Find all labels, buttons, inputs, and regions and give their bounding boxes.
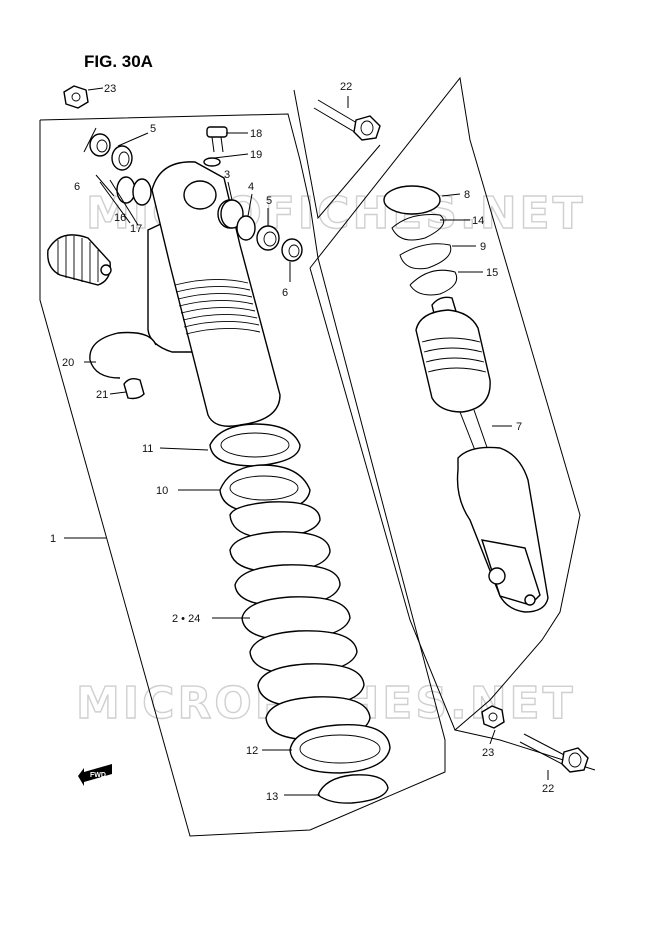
- seal-4: [236, 215, 256, 241]
- callout-5-right: 5: [266, 195, 272, 207]
- callout-8: 8: [464, 189, 470, 201]
- fwd-label: FWD: [90, 772, 106, 779]
- spring-2-24: [229, 501, 371, 741]
- seal-5-right: [256, 225, 280, 251]
- washer-19: [203, 157, 221, 167]
- callout-6-right: 6: [282, 287, 288, 299]
- clip-20: [89, 331, 157, 379]
- callout-5-top: 5: [150, 123, 156, 135]
- callout-23-top: 23: [104, 83, 116, 95]
- seal-5-top: [111, 145, 133, 171]
- bolt-18: [206, 126, 228, 153]
- main-frame-outline: [39, 113, 446, 837]
- callout-17: 17: [130, 223, 142, 235]
- callout-19: 19: [250, 149, 262, 161]
- callout-1: 1: [50, 533, 56, 545]
- collar-6-left: [89, 133, 111, 157]
- spring-seat-8: [383, 185, 441, 215]
- fwd-arrow: FWD: [78, 764, 112, 786]
- spring-seat-9: [399, 243, 452, 270]
- callout-3: 3: [224, 169, 230, 181]
- callout-2-24: 2 • 24: [172, 613, 200, 625]
- spring-14: [391, 214, 445, 241]
- callout-4: 4: [248, 181, 254, 193]
- figure-title: FIG. 30A: [84, 52, 153, 71]
- bolt-22-top: [313, 99, 381, 141]
- callout-9: 9: [480, 241, 486, 253]
- adjuster-nut-10: [219, 464, 311, 514]
- callout-22-top: 22: [340, 81, 352, 93]
- spring-guide-12: [289, 723, 391, 774]
- damper-frame-outline: [309, 76, 581, 731]
- callout-22-bottom: 22: [542, 783, 554, 795]
- callout-15: 15: [486, 267, 498, 279]
- callout-21: 21: [96, 389, 108, 401]
- collar-6-right: [281, 238, 303, 262]
- ring-15: [409, 269, 458, 296]
- callout-14: 14: [472, 215, 484, 227]
- callout-18: 18: [250, 128, 262, 140]
- callout-6-left: 6: [74, 181, 80, 193]
- cap-21: [123, 377, 145, 400]
- orings-16-17: [116, 176, 152, 206]
- callout-16: 16: [114, 212, 126, 224]
- callout-10: 10: [156, 485, 168, 497]
- bolt-22-bottom: [519, 733, 589, 773]
- damper-rod-7: [415, 296, 549, 613]
- stopper-13: [317, 774, 389, 804]
- nut-23-bottom: [481, 705, 505, 729]
- callout-11: 11: [142, 443, 153, 455]
- callout-7: 7: [516, 421, 522, 433]
- callouts: 23 5 6 16 17 18 19 3 4 5 6 20 21 11 10 1…: [50, 81, 554, 803]
- callout-20: 20: [62, 357, 74, 369]
- lock-nut-11: [209, 423, 301, 467]
- bolt-frame-outline: [293, 89, 381, 220]
- nut-23-top: [63, 85, 89, 109]
- callout-13: 13: [266, 791, 278, 803]
- callout-23-bottom: 23: [482, 747, 494, 759]
- callout-12: 12: [246, 745, 258, 757]
- leader-lines: [64, 87, 549, 796]
- reservoir-cap: [47, 234, 112, 286]
